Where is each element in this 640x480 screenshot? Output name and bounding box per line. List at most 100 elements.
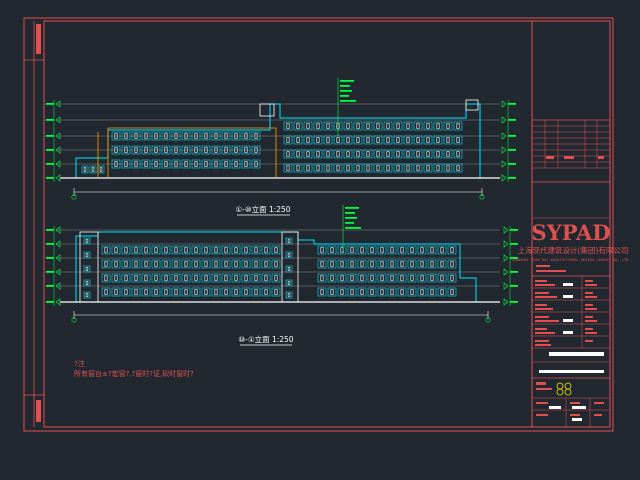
window — [144, 247, 148, 253]
window — [161, 259, 171, 269]
window — [211, 287, 221, 297]
sheet-info-values — [549, 406, 586, 421]
window — [83, 167, 87, 172]
window — [131, 273, 141, 283]
window — [144, 261, 148, 267]
window — [366, 137, 370, 143]
window — [264, 275, 268, 281]
window — [430, 289, 434, 295]
window — [194, 289, 198, 295]
window — [194, 147, 198, 153]
window — [151, 159, 161, 169]
window — [111, 259, 121, 269]
notes-heading: ?注 — [74, 359, 85, 368]
window — [231, 145, 241, 155]
window — [413, 135, 423, 145]
level-marker-label — [46, 257, 54, 259]
window — [204, 161, 208, 167]
window — [251, 145, 261, 155]
window — [221, 273, 231, 283]
window — [134, 147, 138, 153]
level-marker-label — [46, 301, 54, 303]
window — [181, 273, 191, 283]
window — [420, 247, 424, 253]
window — [413, 163, 423, 173]
level-marker — [501, 174, 507, 182]
window — [214, 133, 218, 139]
window — [231, 273, 241, 283]
window — [453, 149, 463, 159]
window — [285, 237, 293, 245]
window — [296, 137, 300, 143]
window — [423, 149, 433, 159]
window — [134, 275, 138, 281]
window — [347, 287, 357, 297]
window — [83, 279, 91, 287]
window — [285, 251, 293, 259]
window — [366, 165, 370, 171]
window — [194, 133, 198, 139]
window — [234, 275, 238, 281]
window — [317, 287, 327, 297]
window — [244, 133, 248, 139]
elevation-1-title: ①-⑩立面 1:250 — [235, 204, 290, 214]
window — [423, 135, 433, 145]
window — [430, 275, 434, 281]
window — [151, 131, 161, 141]
window — [171, 245, 181, 255]
window — [320, 247, 324, 253]
window — [83, 251, 91, 259]
window — [353, 149, 363, 159]
outer-border — [23, 17, 614, 432]
window — [410, 261, 414, 267]
window — [323, 149, 333, 159]
window — [400, 275, 404, 281]
window — [446, 151, 450, 157]
elevation-2-dimension-line — [73, 311, 489, 319]
revision-marks — [546, 156, 604, 159]
window — [447, 259, 457, 269]
window — [261, 287, 271, 297]
window — [440, 275, 444, 281]
level-marker-label — [508, 163, 516, 165]
level-marker-label — [508, 177, 516, 179]
window — [370, 247, 374, 253]
axis-bubble — [71, 194, 77, 200]
window — [356, 151, 360, 157]
window — [141, 145, 151, 155]
level-marker-label — [46, 285, 54, 287]
window — [131, 287, 141, 297]
window — [336, 151, 340, 157]
sheet-info-grid — [532, 397, 610, 427]
window — [403, 149, 413, 159]
window — [403, 121, 413, 131]
window — [124, 289, 128, 295]
window — [181, 245, 191, 255]
window — [370, 275, 374, 281]
window — [131, 131, 141, 141]
window — [450, 261, 454, 267]
window — [221, 245, 231, 255]
window — [244, 161, 248, 167]
window — [323, 135, 333, 145]
window — [380, 261, 384, 267]
window — [241, 131, 251, 141]
level-marker-label — [46, 177, 54, 179]
window — [104, 289, 108, 295]
window — [204, 261, 208, 267]
window — [387, 245, 397, 255]
window — [224, 261, 228, 267]
level-marker-label — [46, 149, 54, 151]
level-marker-label — [46, 119, 54, 121]
window — [244, 289, 248, 295]
window — [224, 247, 228, 253]
company-name-en: SHANGHAI XIAN DAI ARCHITECTURAL DESIGN (… — [512, 258, 631, 262]
window — [360, 275, 364, 281]
window — [343, 163, 353, 173]
level-marker — [503, 298, 509, 306]
window — [154, 133, 158, 139]
window — [151, 245, 161, 255]
window — [164, 147, 168, 153]
window — [211, 145, 221, 155]
